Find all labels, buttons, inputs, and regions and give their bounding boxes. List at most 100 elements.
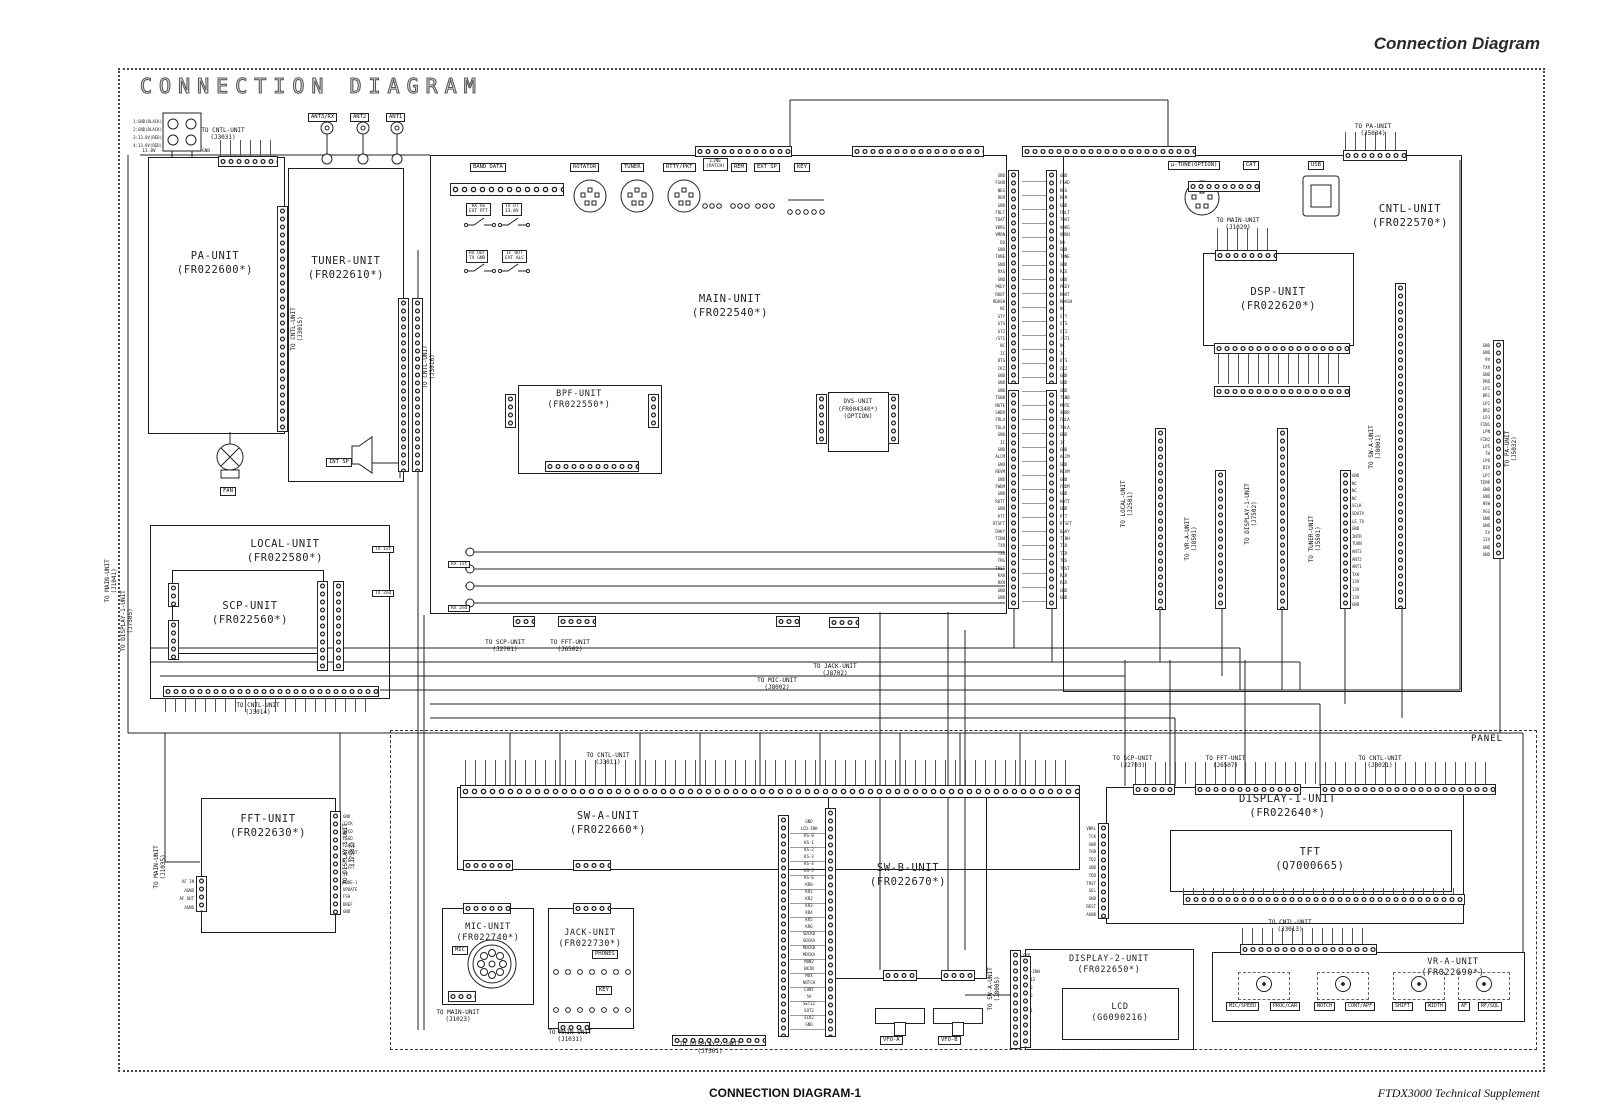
key-label: KEY	[794, 163, 810, 172]
ref-j6502: TO FFT-UNIT (J6502)	[550, 639, 590, 653]
band-data-label: BAND DATA	[470, 163, 506, 172]
usb-label: USB	[1308, 161, 1324, 170]
cntl-unit-label: CNTL-UNIT (FR022570*)	[1371, 203, 1449, 229]
pin-strip	[852, 146, 984, 157]
ref-j8005: TO SW-A-UNIT (J8005)	[987, 967, 1001, 1011]
panel-bus-pins: GND LCD-INH KS-0 KS-1 KS-2 KS-3 KS-4 KS-…	[800, 819, 818, 1027]
int-sp-label: INT SP	[326, 458, 352, 467]
wire-stems	[1218, 354, 1344, 384]
pa-unit-box	[148, 157, 285, 434]
phones-label: PHONES	[592, 950, 618, 959]
page-header-title: Connection Diagram	[1373, 34, 1540, 53]
ref-j7501: TO DISPLAY-2-UNIT (J7501)	[679, 1041, 741, 1055]
bus-rungs	[790, 820, 825, 1030]
dc-138v-label: 13.8V	[142, 149, 156, 154]
pin-strip	[776, 616, 800, 627]
sw-a-top-strip	[460, 785, 1080, 798]
wire-stems	[1183, 888, 1463, 894]
ref-j1041: TO MAIN-UNIT (J1041)	[104, 559, 118, 603]
fft-right-strip	[330, 811, 341, 915]
cat-strip	[1188, 181, 1260, 192]
vfo-a-label: VFO-A	[880, 1036, 903, 1045]
cntl-strip	[1493, 340, 1504, 559]
ref-j5034: TO PA-UNIT (J5034)	[1354, 123, 1392, 137]
af-rf-knob[interactable]	[1476, 976, 1492, 992]
utune-label: µ-TUNE(OPTION)	[1168, 161, 1221, 170]
rotator-label: ROTATOR	[570, 163, 600, 172]
mic-port-label: MIC	[452, 946, 468, 955]
vr-strip	[1240, 944, 1377, 955]
pa-j3015-pins: GND GND 9V TXR GND PRD LP1 DR1 LP2 DR2 L…	[1480, 343, 1490, 557]
display-1-unit-label: DISPLAY-1-UNIT (FR022640*)	[1239, 793, 1336, 819]
option-box-2: TX UT 13.8V	[502, 203, 522, 216]
vr-button-af: AF	[1458, 1002, 1471, 1011]
tx2-box: TX 2nd	[372, 590, 395, 598]
ref-j8501: TO VR-A-UNIT (J8501)	[1184, 517, 1198, 561]
option-box-4: IF OUT EXT ALC	[502, 250, 527, 263]
vr-button-rf-sql: RF/SQL	[1478, 1002, 1503, 1011]
cntl-strip	[1155, 428, 1166, 610]
ref-j2701: TO SCP-UNIT (J2701)	[485, 639, 525, 653]
scp-unit-label: SCP-UNIT (FR022560*)	[211, 600, 289, 626]
shift-width-knob[interactable]	[1411, 976, 1427, 992]
bpf-strip	[545, 461, 639, 472]
ref-j2703: TO SCP-UNIT (J2703)	[1112, 755, 1153, 769]
main-cntl-bus-strip	[1046, 170, 1057, 384]
vfo-a-shaft	[894, 1022, 906, 1036]
pin-strip	[573, 860, 611, 871]
lcd-box	[1062, 988, 1179, 1040]
dvs-unit-label: DVS-UNIT (FR004340*) (OPTION)	[838, 398, 878, 420]
ref-j8002: TO MIC-UNIT (J8002)	[757, 677, 797, 691]
pa-right-strip	[277, 206, 288, 432]
vfo-b-shaft	[952, 1022, 964, 1036]
ref-j8702: TO JACK-UNIT (J8702)	[813, 663, 857, 677]
scp-strip	[333, 581, 344, 671]
pin-strip	[1343, 150, 1407, 161]
ref-j5501: TO TUNER-UNIT (J5501)	[1308, 515, 1322, 563]
ref-j6507: TO FFT-UNIT (J6507)	[1205, 755, 1246, 769]
pin-strip	[513, 616, 535, 627]
mic-speed-knob[interactable]	[1256, 976, 1272, 992]
wire-stems	[1242, 928, 1372, 944]
ant1-label: ANT1	[386, 113, 406, 122]
ref-j1035: TO MAIN-UNIT (J1035)	[153, 845, 167, 889]
main-cntl-bus-strip	[1008, 390, 1019, 609]
ant2-label: ANT2	[350, 113, 370, 122]
disp2-left-strip	[1020, 956, 1031, 1048]
rem-label: REM	[731, 163, 747, 172]
dvs-side-strip	[816, 394, 827, 444]
tuner-unit-box	[288, 168, 404, 482]
cntl-strip	[1215, 470, 1226, 609]
ant3-label: ANT3/RX	[308, 113, 338, 122]
band-data-strip	[450, 183, 564, 196]
fft-left-strip	[196, 876, 207, 912]
center-bus-pins-left: GND FSHD NEG REM GND FRLT TOAT VDRG VMON…	[992, 173, 1005, 601]
vr-a-unit-label: VR-A-UNIT (FR022690*)	[1421, 957, 1485, 979]
pin-strip	[695, 146, 792, 157]
pin-strip	[463, 903, 511, 914]
notch-contour-knob[interactable]	[1335, 976, 1351, 992]
mic-unit-label: MIC-UNIT (FR022740*)	[456, 922, 520, 944]
pin-strip	[163, 686, 379, 697]
diagram-title: CONNECTION DIAGRAM	[139, 73, 483, 98]
pin-strip	[1195, 784, 1301, 795]
cntl-strip	[1395, 283, 1406, 609]
wire-stems	[165, 698, 375, 712]
tuner-strip	[398, 298, 409, 472]
display-2-unit-label: DISPLAY-2-UNIT (FR022650*)	[1068, 954, 1150, 976]
vfo-b-strip	[941, 970, 975, 981]
footer-supplement: FTDX3000 Technical Supplement	[1377, 1086, 1540, 1100]
main-unit-label: MAIN-UNIT (FR022540*)	[691, 293, 769, 319]
bpf-side-strip	[648, 394, 659, 428]
ref-j7502: TO DISPLAY-1-UNIT (J7502)	[1244, 483, 1258, 545]
ref-j3021: TO CNTL-UNIT (J3021)	[1358, 755, 1402, 769]
panel-bus-strip	[778, 815, 789, 1037]
scp-strip	[168, 620, 179, 660]
footer-caption: CONNECTION DIAGRAM-1	[709, 1086, 861, 1100]
rx2-box: RX 2nd	[448, 605, 471, 613]
pin-strip	[448, 991, 476, 1002]
vr-button-notch: NOTCH	[1314, 1002, 1336, 1011]
center-bus-pins-right: GND FSHD NEG REM GND FRLT TOAT VDRG VMON…	[1060, 173, 1073, 601]
vr-button-shift: SHIFT	[1392, 1002, 1414, 1011]
